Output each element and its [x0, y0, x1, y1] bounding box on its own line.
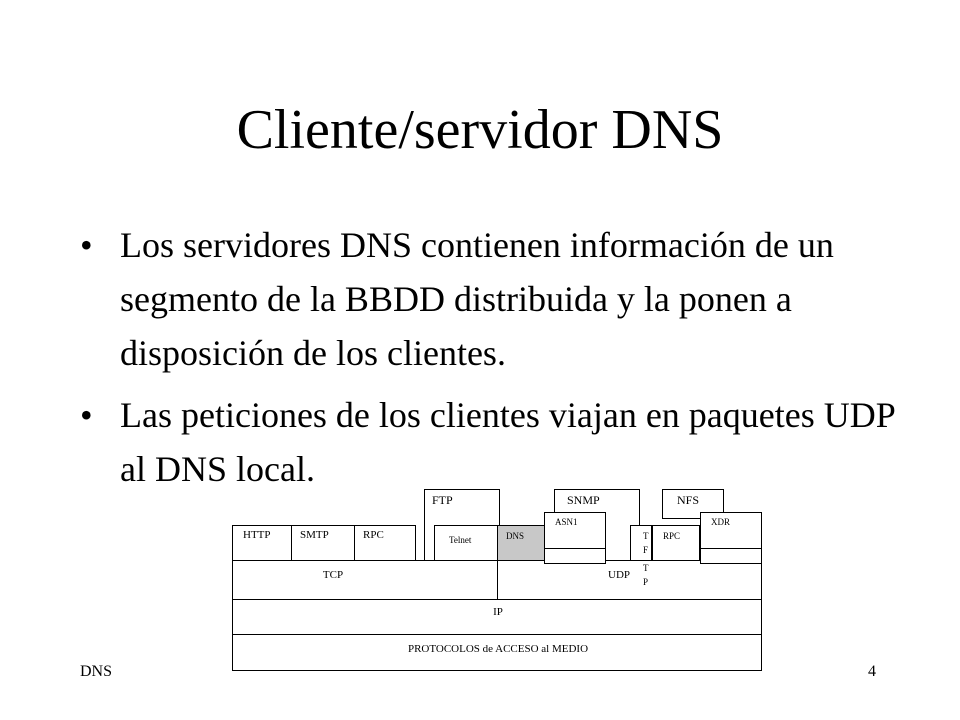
- tftp-letter-t2: T: [643, 563, 649, 573]
- snmp-label: SNMP: [567, 493, 600, 507]
- xdr-box: XDR: [700, 512, 762, 564]
- tftp-letter-p: P: [643, 577, 649, 587]
- asn1-divider: [545, 548, 605, 549]
- smtp-label: SMTP: [300, 529, 329, 541]
- rpc-udp-box: RPC: [652, 525, 700, 561]
- udp-label: UDP: [608, 569, 631, 581]
- tcp-layer: TCP: [232, 560, 498, 600]
- slide-title: Cliente/servidor DNS: [236, 99, 724, 161]
- bullet-item: • Los servidores DNS contienen informaci…: [80, 218, 900, 380]
- tftp-box: [630, 525, 652, 561]
- ftp-label: FTP: [432, 493, 453, 507]
- dns-label: DNS: [506, 531, 525, 541]
- smtp-box: SMTP: [291, 525, 355, 561]
- bullet-text: Los servidores DNS contienen información…: [120, 225, 834, 373]
- telnet-box: Telnet: [434, 525, 500, 561]
- asn1-label: ASN1: [555, 517, 578, 527]
- dns-box: DNS: [497, 525, 545, 561]
- footer-left-label: DNS: [80, 663, 113, 680]
- udp-layer: UDP: [497, 560, 762, 600]
- bullet-text: Las peticiones de los clientes viajan en…: [120, 395, 895, 489]
- tftp-letter-t1: T: [643, 531, 649, 541]
- tftp-letter-f: F: [643, 545, 649, 555]
- rpc-tcp-box: RPC: [354, 525, 416, 561]
- http-label: HTTP: [243, 529, 271, 541]
- tcp-label: TCP: [322, 569, 344, 581]
- rpc-tcp-label: RPC: [363, 529, 384, 541]
- protocol-stack-diagram: PROTOCOLOS de ACCESO al MEDIO IP TCP UDP…: [232, 489, 762, 671]
- asn1-box: ASN1: [544, 512, 606, 564]
- bullet-list: • Los servidores DNS contienen informaci…: [80, 218, 900, 504]
- rpc-udp-label: RPC: [663, 531, 681, 541]
- http-box: HTTP: [232, 525, 292, 561]
- bullet-dot: •: [80, 225, 93, 265]
- ip-label: IP: [493, 606, 503, 618]
- telnet-label: Telnet: [449, 535, 472, 545]
- bullet-item: • Las peticiones de los clientes viajan …: [80, 388, 900, 496]
- media-access-label: PROTOCOLOS de ACCESO al MEDIO: [407, 643, 589, 655]
- ip-layer: IP: [232, 599, 762, 635]
- nfs-label: NFS: [677, 493, 700, 507]
- page-number: 4: [868, 663, 876, 680]
- media-access-layer: PROTOCOLOS de ACCESO al MEDIO: [232, 634, 762, 671]
- xdr-divider: [701, 548, 761, 549]
- xdr-label: XDR: [711, 517, 731, 527]
- bullet-dot: •: [80, 395, 93, 435]
